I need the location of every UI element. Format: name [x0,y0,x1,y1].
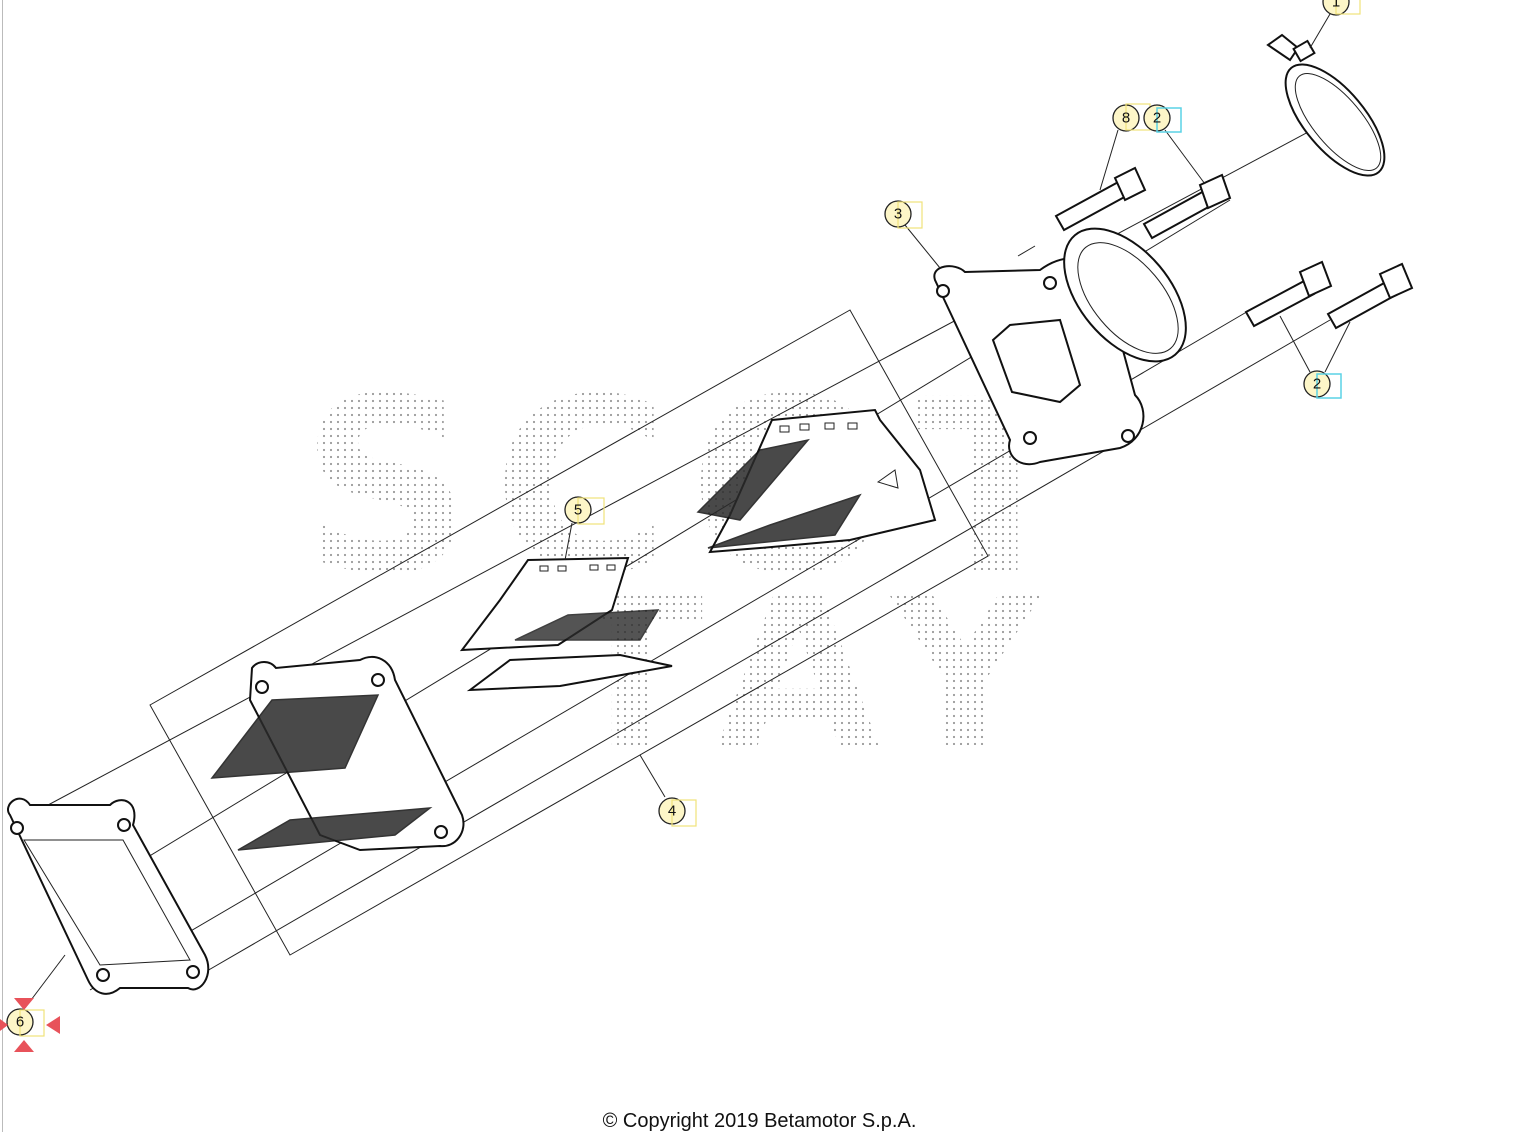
svg-text:3: 3 [894,206,902,223]
watermark: SCOT TAY [300,347,1077,795]
part-4-reed-block-lower [210,655,465,852]
selection-marker [0,998,60,1052]
part-3-intake-manifold [933,227,1187,466]
callout-3: 3 [884,200,923,229]
page-left-border [2,0,3,1132]
callout-2-right: 2 [1303,370,1342,399]
callout-5: 5 [564,496,605,525]
group-4-box [149,309,989,956]
svg-text:2: 2 [1313,376,1321,393]
svg-text:8: 8 [1122,110,1130,127]
part-2-bolt-right-a [1244,260,1333,328]
callout-4: 4 [658,797,697,827]
copyright-notice: © Copyright 2019 Betamotor S.p.A. [602,1110,917,1132]
part-1-clamp [1266,33,1386,177]
svg-text:1: 1 [1332,0,1340,11]
callout-6: 6 [6,1008,45,1037]
callout-2-top: 2 [1143,104,1182,133]
svg-text:4: 4 [668,803,676,820]
svg-text:2: 2 [1153,110,1161,127]
svg-text:6: 6 [16,1014,24,1031]
part-4-reed-cage-upper [696,408,937,554]
part-8-bolt [1054,166,1147,232]
part-2-bolt-right-b [1326,262,1414,330]
part-5-reed-petals [459,556,673,692]
part-2-bolt-top [1142,173,1232,240]
svg-text:5: 5 [574,502,582,519]
callout-8: 8 [1112,103,1151,132]
callout-1: 1 [1322,0,1361,16]
part-6-gasket [7,797,210,995]
